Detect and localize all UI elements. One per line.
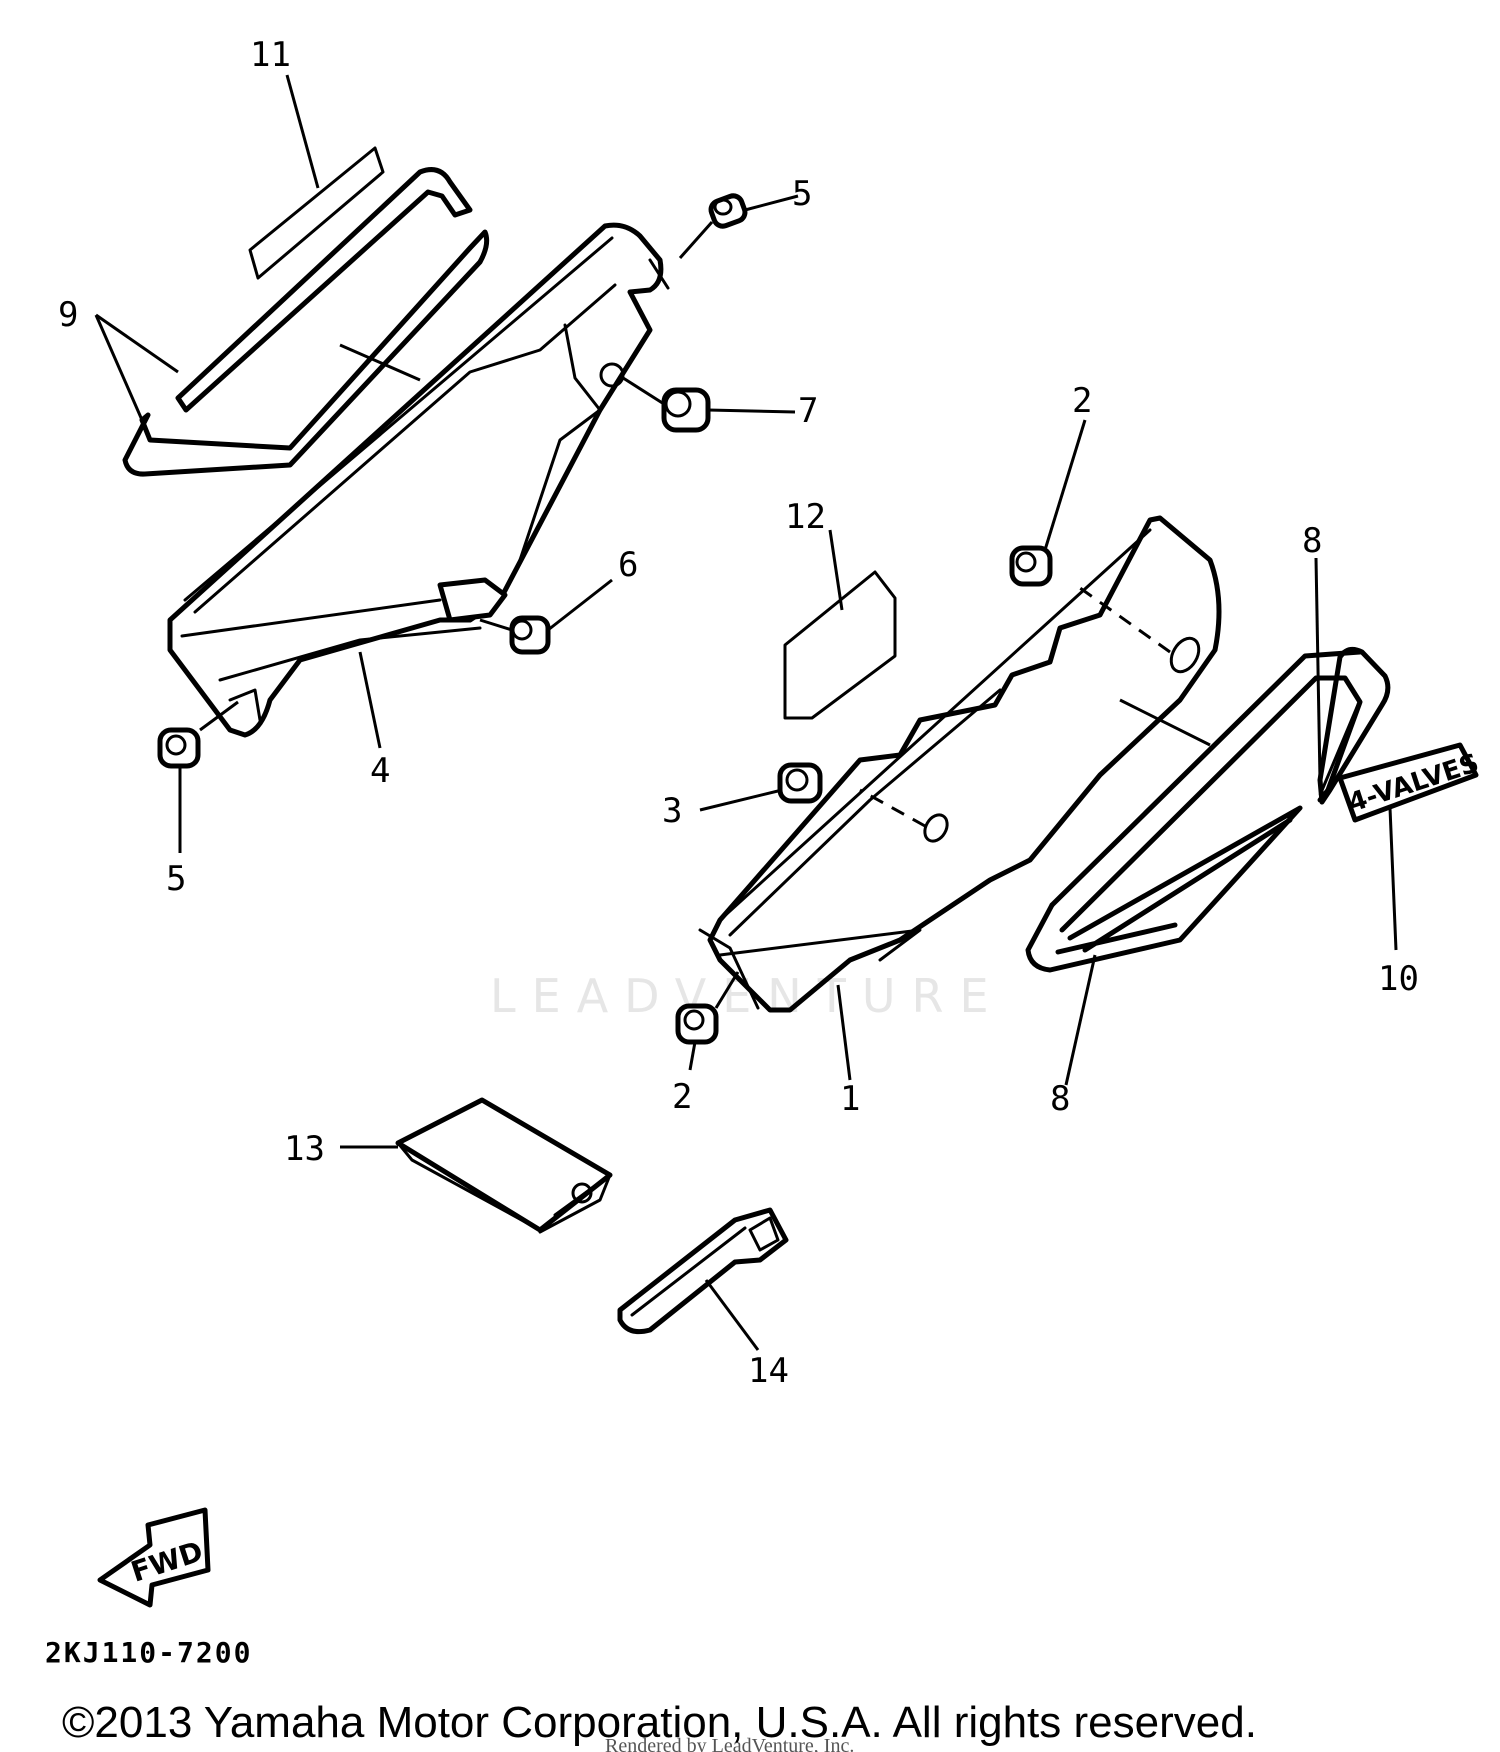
fwd-arrow-icon: FWD <box>97 1507 211 1608</box>
part-3-grommet <box>777 762 823 804</box>
part-5-grommet-top <box>708 193 748 229</box>
callout-4: 4 <box>370 751 390 791</box>
callout-1: 1 <box>840 1079 860 1119</box>
part-7-damper <box>661 387 711 433</box>
part-13-tool-bag <box>340 1097 613 1234</box>
part-6-grommet <box>509 615 551 655</box>
part-10-emblem: 4-VALVES <box>1337 742 1483 823</box>
part-1-right-side-cover <box>698 515 1222 1013</box>
rendered-by-note: Rendered by LeadVenture, Inc. <box>605 1735 854 1752</box>
callout-8-bottom: 8 <box>1050 1079 1070 1119</box>
callout-7: 7 <box>798 391 818 431</box>
callout-13: 13 <box>284 1129 325 1169</box>
part-5-grommet-left <box>157 727 201 769</box>
diagram-code: 2KJ110-7200 <box>45 1636 252 1669</box>
callout-5-left: 5 <box>166 859 186 899</box>
part-8-stripe <box>1025 646 1391 973</box>
callout-11: 11 <box>250 35 291 75</box>
part-2-grommet-bottom <box>675 1003 719 1045</box>
callout-2-top: 2 <box>1072 381 1092 421</box>
leader-lines-right <box>688 419 1398 1086</box>
watermark: LEADVENTURE <box>490 969 1005 1023</box>
callout-2-bottom: 2 <box>672 1077 692 1117</box>
callout-14: 14 <box>748 1351 789 1391</box>
leader-lines-left <box>94 74 799 853</box>
callout-12: 12 <box>785 497 826 537</box>
part-4-left-side-cover <box>167 222 670 738</box>
part-14-band <box>617 1207 789 1351</box>
callout-labels: 11 9 5 7 6 4 5 2 12 8 3 10 2 1 8 13 14 <box>58 35 1419 1391</box>
callout-3: 3 <box>662 791 682 831</box>
part-12-decal <box>783 570 897 720</box>
callout-6: 6 <box>618 545 638 585</box>
callout-8-top: 8 <box>1302 521 1322 561</box>
part-9-stripe <box>122 167 490 477</box>
part-11-decal <box>248 146 385 280</box>
callout-9: 9 <box>58 295 78 335</box>
part-2-grommet-top <box>1009 545 1053 587</box>
callout-10: 10 <box>1378 959 1419 999</box>
copyright-notice: ©2013 Yamaha Motor Corporation, U.S.A. A… <box>62 1698 1257 1747</box>
callout-5-top: 5 <box>792 174 812 214</box>
